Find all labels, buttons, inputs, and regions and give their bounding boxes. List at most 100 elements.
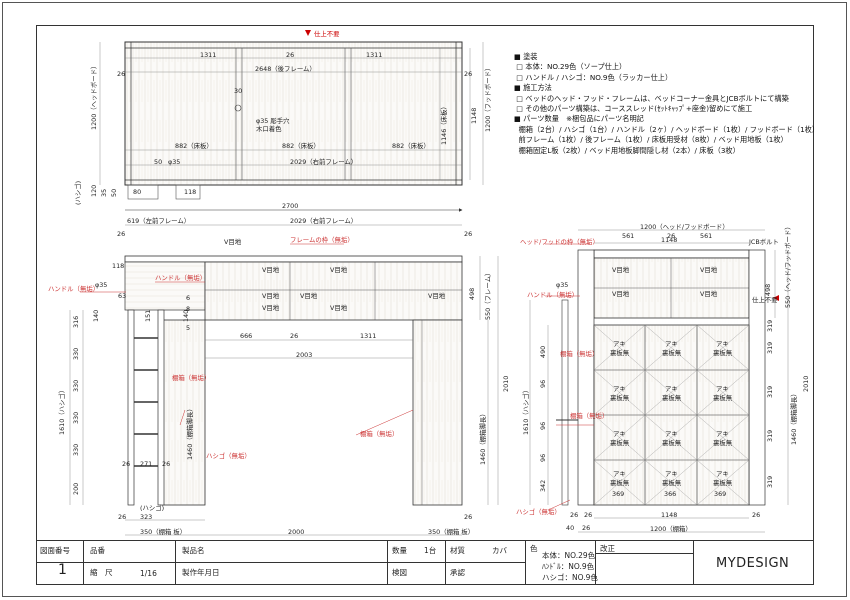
cell-label-k2: 裏板無 <box>662 478 682 487</box>
dim-1460-right: 1460（棚箱脚長） <box>478 410 487 465</box>
dim-140: 140 <box>92 310 100 322</box>
cell-label-c2: 裏板無 <box>713 348 733 357</box>
dim-1610-side: 1610（ハシゴ） <box>521 387 530 435</box>
product-name-label: 製品名 <box>182 546 205 555</box>
dim-319-d: 319 <box>766 476 774 488</box>
dim-2029-plan: 2029（右前フレーム） <box>290 157 357 166</box>
parts-note: ※梱包品にパーツ名明記 <box>566 114 644 124</box>
dim-330-c: 330 <box>72 412 80 424</box>
dim-561-a: 561 <box>622 232 634 240</box>
cell-label-g: アキ <box>613 430 626 438</box>
dim-316: 316 <box>72 316 80 328</box>
cell-label-l: アキ <box>716 470 729 478</box>
dim-8: 8 <box>186 305 190 313</box>
color-body: 本体：NO.29色 <box>542 551 596 560</box>
check-label: 検図 <box>392 568 407 577</box>
dim-369-a: 369 <box>612 490 624 498</box>
dim-490: 490 <box>539 346 547 358</box>
frame-label: フレームの枠（無垢） <box>290 235 354 244</box>
dim-50-v: 50 <box>110 189 118 197</box>
cell-label-d2: 裏板無 <box>610 393 630 402</box>
dim-2000: 2000 <box>288 528 304 536</box>
checkbox-icon: □ <box>516 72 524 82</box>
checkbox-icon: □ <box>516 62 524 72</box>
scale-label: 縮 尺 <box>90 568 113 577</box>
dim-96-c: 96 <box>539 454 547 462</box>
dim-2648: 2648（後フレーム） <box>255 64 316 73</box>
drawing-number-label: 図面番号 <box>40 546 70 555</box>
dim-6: 6 <box>186 294 190 302</box>
cell-label-i: アキ <box>716 430 729 438</box>
v-joint-3: V目地 <box>330 265 348 274</box>
shelf-label-side-2: 棚箱（無垢） <box>560 349 598 358</box>
dim-1460-left: 1460（棚箱脚長） <box>185 405 194 460</box>
dim-319-e: 319 <box>766 320 774 332</box>
brand-name: MYDESIGN <box>716 556 790 571</box>
cell-label-2: 裏板無 <box>610 348 630 357</box>
dim-882-c: 882（床板） <box>392 141 430 150</box>
dim-1200-side-top: 1200（ヘッド/フッドボード） <box>640 223 729 231</box>
v-joint-8: V目地 <box>330 303 348 312</box>
hole-note: φ35 彫手穴 <box>256 116 290 125</box>
dim-882-b: 882（床板） <box>282 141 320 150</box>
dim-323: 323 <box>140 513 152 521</box>
dim-350-right: 350（棚箱 板） <box>428 527 474 536</box>
dim-350-left: 350（棚箱 板） <box>140 527 186 536</box>
cell-label-d: アキ <box>613 385 626 393</box>
handle-label-front-2: ハンドル（無垢） <box>48 284 99 293</box>
dim-26-fg: 26 <box>464 513 472 521</box>
v-joint-4: V目地 <box>262 291 280 300</box>
revision-label: 改正 <box>600 544 615 553</box>
dim-26-side: 26 <box>667 232 675 240</box>
v-joint-1: V目地 <box>224 237 242 246</box>
cell-label-j: アキ <box>613 470 626 478</box>
parts-line-2: 前フレーム（1枚）/ 後フレーム（1枚）/ 床板用受材（8枚）/ ベッド用地板（… <box>518 135 788 145</box>
dim-26-side-d: 26 <box>570 511 578 519</box>
dim-2700: 2700 <box>282 202 298 210</box>
approve-label: 承認 <box>450 568 465 577</box>
dim-1200-side-bottom: 1200（棚箱） <box>650 524 692 533</box>
ladder-label-front: ハシゴ（無垢） <box>206 451 251 460</box>
handle-label-side: ハンドル（無垢） <box>527 290 578 299</box>
cell-label-f2: 裏板無 <box>713 393 733 402</box>
drawing-number: 1 <box>58 562 67 578</box>
shelf-label-front-r: 棚箱（無垢） <box>360 429 398 438</box>
dim-1610-front: 1610（ハシゴ） <box>57 387 66 435</box>
dim-330-a: 330 <box>72 348 80 360</box>
dim-26-side-e: 26 <box>752 511 760 519</box>
dim-561-b: 561 <box>700 232 712 240</box>
dim-26-ff: 26 <box>118 513 126 521</box>
color-handle: ﾊﾝﾄﾞﾙ：NO.9色 <box>542 562 595 571</box>
cell-label-b2: 裏板無 <box>662 348 682 357</box>
dim-26-fe: 26 <box>162 460 170 468</box>
notes-panel: ■ 塗装 □ 本体：NO.29色（ソープ仕上） □ ハンドル / ハシゴ：NO.… <box>514 52 819 156</box>
ladder-bottom-label: (ハシゴ) <box>140 503 164 512</box>
cell-label-i2: 裏板無 <box>713 438 733 447</box>
cell-label-e2: 裏板無 <box>662 393 682 402</box>
paint-body-note: 本体：NO.29色（ソープ仕上） <box>525 62 627 72</box>
hf-frame-label: ヘッド/フッドの枠（無垢） <box>520 237 599 246</box>
color-ladder: ハシゴ：NO.9色 <box>542 573 598 582</box>
cell-label-h2: 裏板無 <box>662 438 682 447</box>
dim-26-fb: 26 <box>464 230 472 238</box>
jcb-bolt-label: JCBボルト <box>748 238 779 246</box>
dim-1311-a: 1311 <box>200 51 216 59</box>
item-number-label: 品番 <box>90 546 105 555</box>
material-value: カバ <box>492 546 507 555</box>
dim-118-front: 118 <box>112 262 124 270</box>
front-elevation <box>69 224 499 536</box>
dim-1146: 1146（床板） <box>439 103 448 145</box>
cell-label-e: アキ <box>665 385 678 393</box>
color-label: 色 <box>530 544 538 553</box>
dim-140-b: 140 <box>182 310 190 322</box>
paint-heading: 塗装 <box>523 52 538 61</box>
side-v-1: V目地 <box>612 265 630 274</box>
ladder-v-label: (ハシゴ) <box>73 181 82 205</box>
dim-1200-foot: 1200（フッドボード） <box>484 65 492 132</box>
dim-319-a: 319 <box>766 342 774 354</box>
dim-30: 30 <box>234 87 242 95</box>
side-v-4: V目地 <box>700 289 718 298</box>
square-bullet-icon: ■ <box>514 52 521 61</box>
quantity-label: 数量 <box>392 546 407 555</box>
dim-619: 619（左前フレーム） <box>127 216 190 225</box>
